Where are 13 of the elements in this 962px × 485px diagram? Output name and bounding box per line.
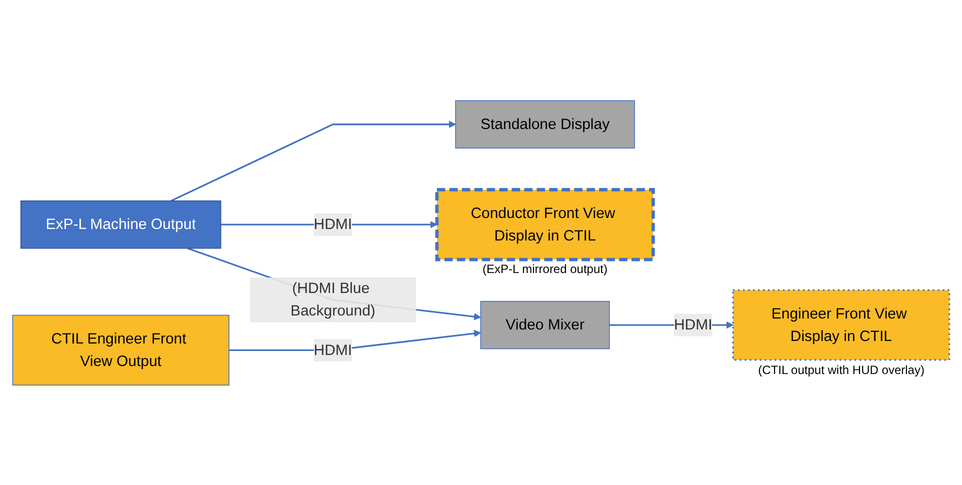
node-box: ExP-L Machine Output (20, 200, 222, 248)
edge-label: HDMI (314, 341, 352, 358)
node-box: Engineer Front View Display in CTIL (732, 288, 950, 360)
caption-text: (CTIL output with HUD overlay) (758, 362, 924, 377)
edge-label: HDMI (314, 215, 352, 232)
caption-text: (ExP-L mirrored output) (482, 262, 608, 276)
node-box: Video Mixer (480, 300, 610, 349)
edge-label: (HDMI Blue Background) (290, 280, 376, 319)
edge-label: HDMI (674, 316, 712, 333)
node-box: CTIL Engineer Front View Output (12, 314, 230, 386)
node-box: Standalone Display (455, 100, 635, 148)
node-box: Conductor Front View Display in CTIL (435, 188, 655, 261)
arrow (170, 120, 456, 202)
